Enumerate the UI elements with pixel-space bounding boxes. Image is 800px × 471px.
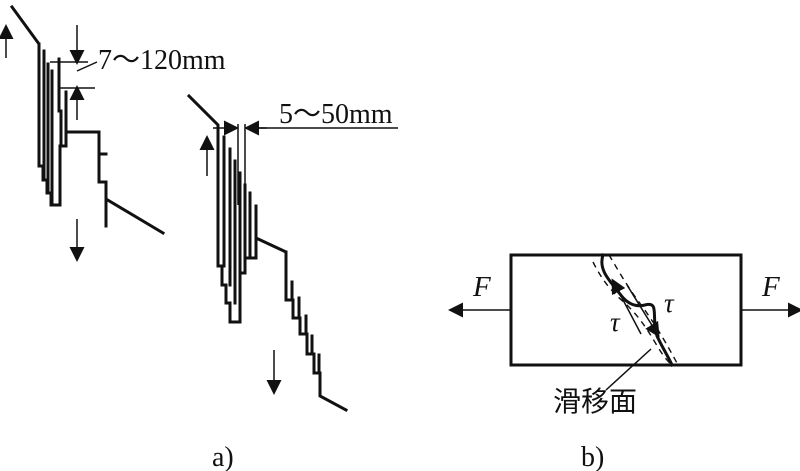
dimension-5-50mm: 5～50mm [213,99,398,205]
slip-plane-leader [605,348,652,391]
right-force-label: F [761,271,780,303]
slip-plane [592,253,679,367]
panel-b-caption: b) [581,442,604,471]
slip-plane-label: 滑移面 [553,386,637,418]
shear-arrow-left-icon [611,278,642,335]
left-shear-label: τ [610,307,621,337]
panel-a-caption: a) [212,442,234,471]
dimension-label-5-50mm: 5～50mm [279,99,393,130]
dimension-label-7-120mm: 7～120mm [98,45,226,76]
left-force-label: F [472,271,491,303]
dimension-7-120mm: 7～120mm [50,25,226,120]
shear-arrow-right-icon [626,284,660,338]
panel-a-right-profile [186,93,349,413]
panel-b-specimen [509,253,743,367]
panel-a-left-profile [9,4,166,236]
right-shear-label: τ [664,288,675,318]
